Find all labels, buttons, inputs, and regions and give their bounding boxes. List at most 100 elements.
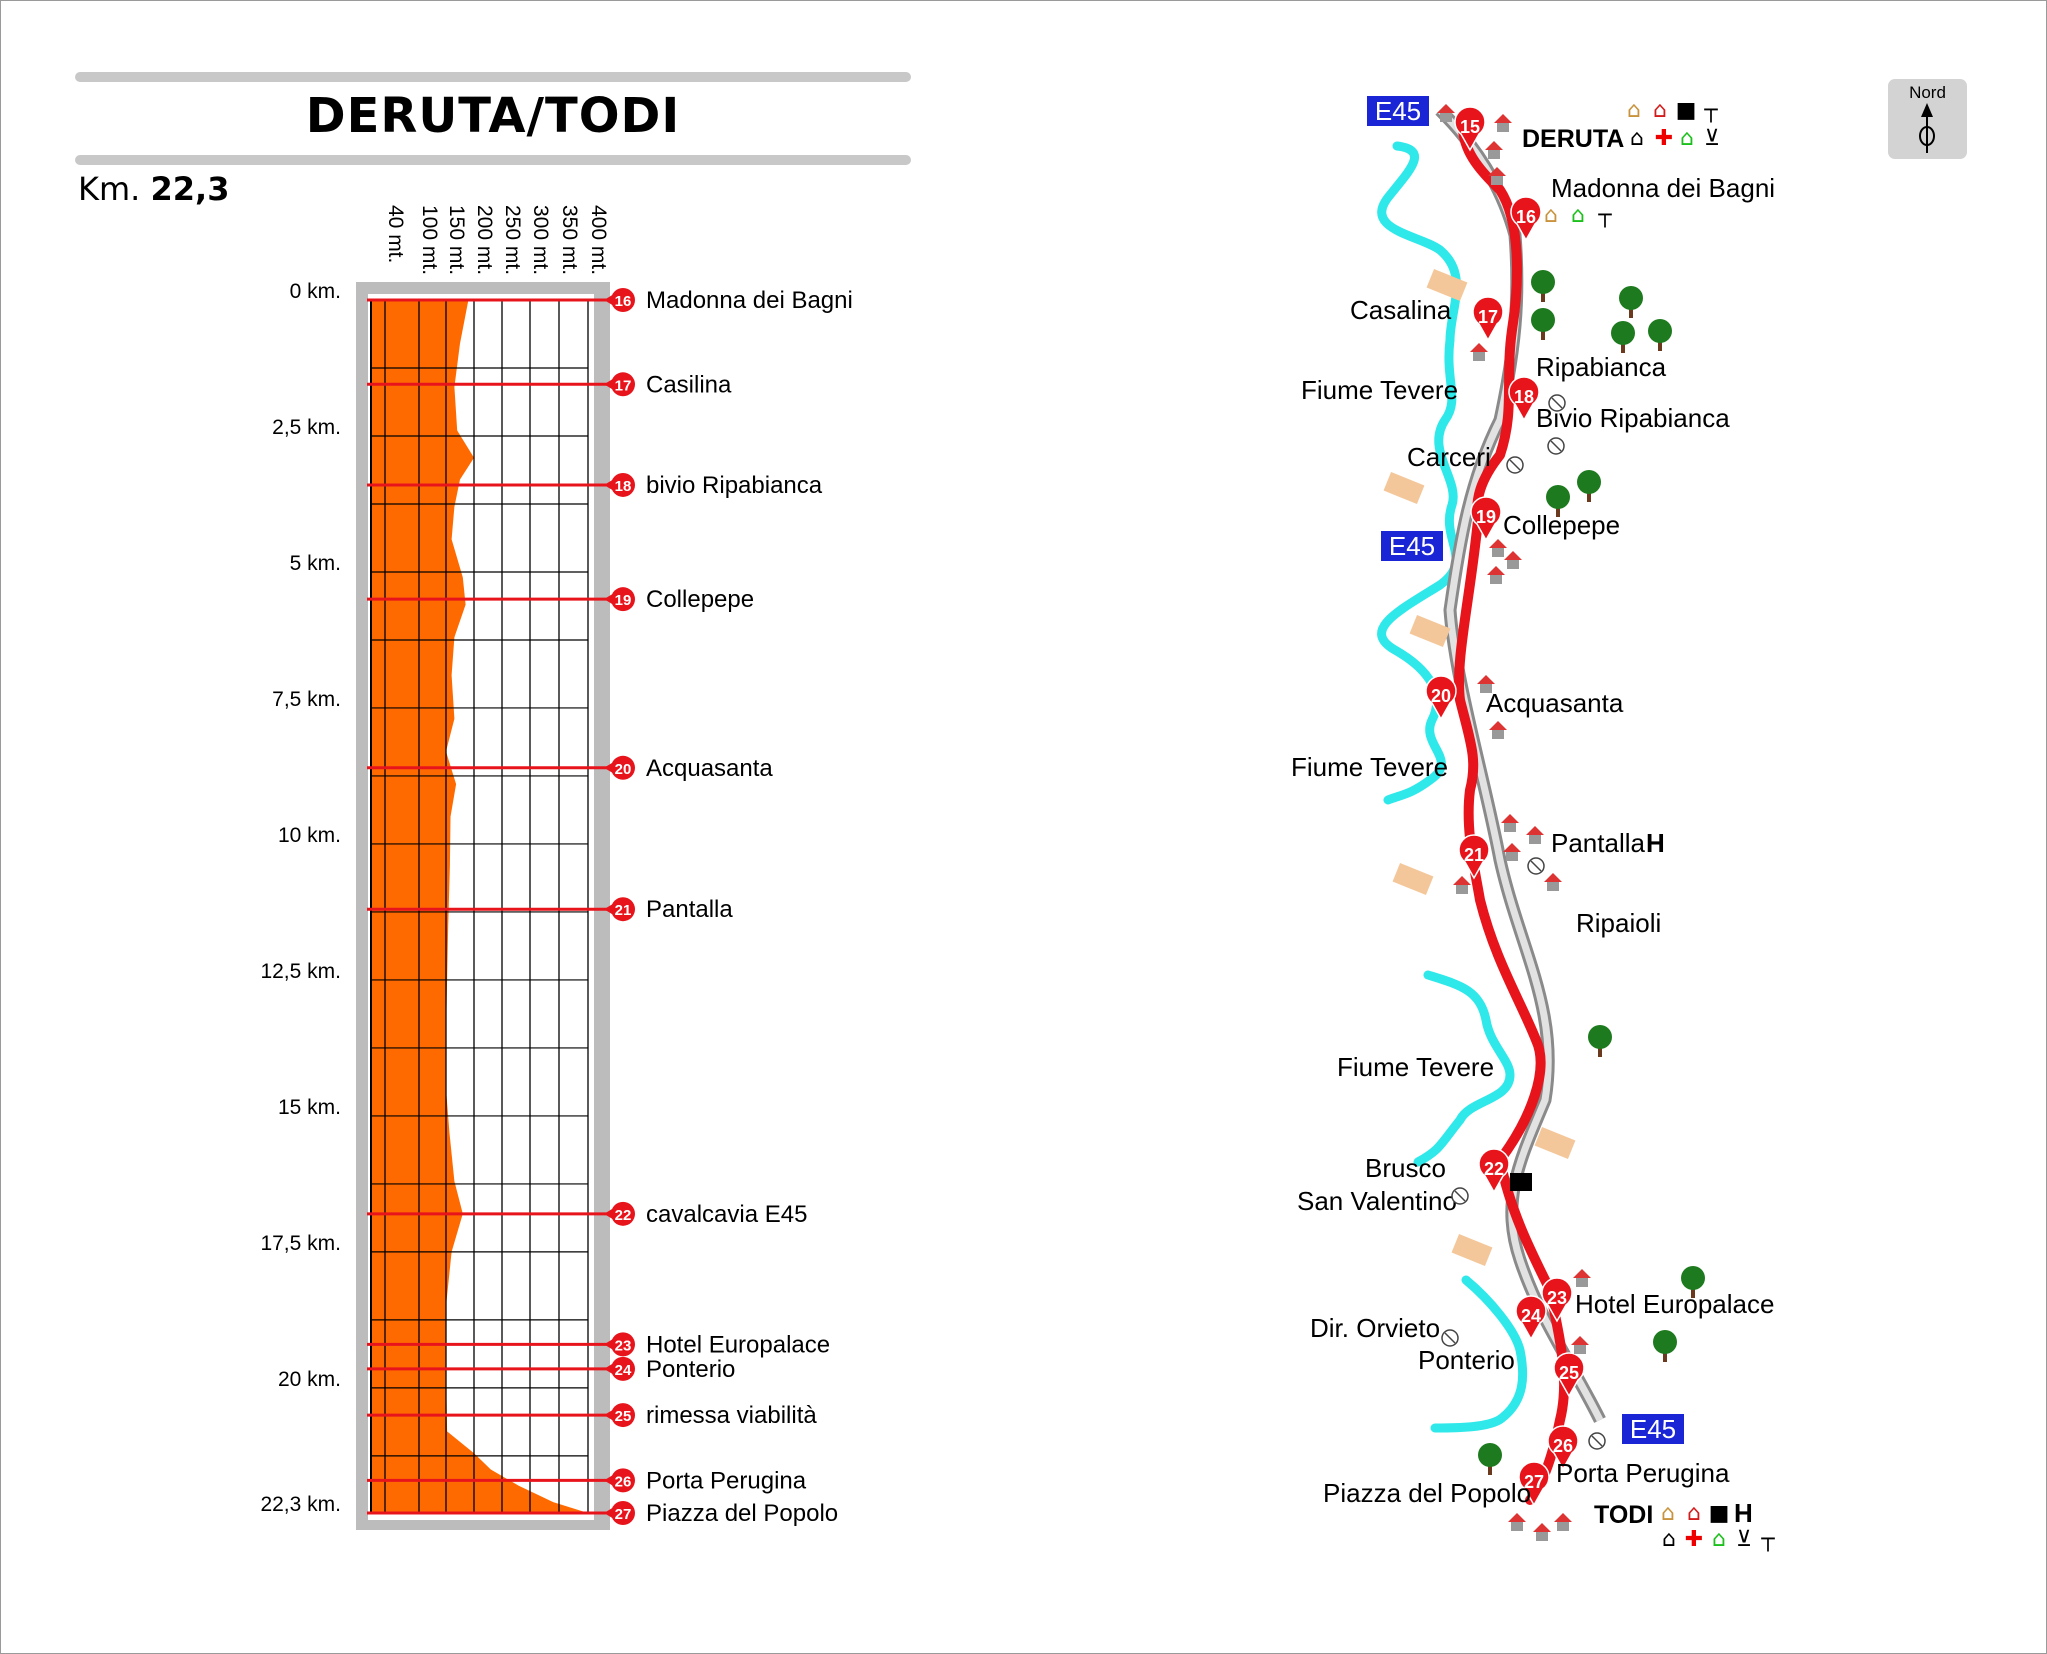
house-icon xyxy=(1453,876,1471,894)
field-icon xyxy=(1451,1233,1493,1267)
title-rule-top xyxy=(75,72,911,82)
waypoint-name: Acquasanta xyxy=(646,755,773,782)
place-label: Porta Perugina xyxy=(1556,1458,1730,1488)
junction-cross xyxy=(1530,860,1542,872)
place-label: Brusco xyxy=(1365,1153,1446,1183)
house-roof xyxy=(1571,1336,1589,1345)
tree-trunk xyxy=(1663,1350,1667,1362)
tree-icon xyxy=(1546,485,1570,517)
place-label: Dir. Orvieto xyxy=(1310,1313,1440,1343)
waypoint-name: Madonna dei Bagni xyxy=(646,287,853,314)
waypoint-name: bivio Ripabianca xyxy=(646,472,823,499)
waypoint-marker xyxy=(611,1356,635,1381)
waypoint-name: Collepepe xyxy=(646,586,754,613)
altitude-tick-label: 200 mt. xyxy=(473,205,496,275)
field-icon xyxy=(1426,268,1468,302)
road-sign-e45: E45 xyxy=(1622,1414,1684,1444)
waypoint-number: 18 xyxy=(615,478,632,495)
waypoint-number: 21 xyxy=(615,902,632,919)
house-roof xyxy=(1437,104,1455,113)
service-icon: ┬ xyxy=(1760,1527,1775,1552)
road-sign-e45: E45 xyxy=(1381,531,1443,561)
waypoint-marker xyxy=(611,288,635,312)
waypoint-number: 24 xyxy=(615,1362,632,1379)
place-label: TODI xyxy=(1594,1501,1653,1529)
hospital-icon: H xyxy=(1646,828,1665,858)
marker-number: 27 xyxy=(1524,1472,1544,1492)
marker-pin-icon xyxy=(1515,1295,1547,1341)
marker-pin-icon xyxy=(1458,834,1490,880)
house-roof xyxy=(1488,167,1506,176)
tree-trunk xyxy=(1658,339,1662,351)
tunnel-icon xyxy=(1510,1173,1532,1191)
house-body xyxy=(1506,852,1518,861)
house-icon xyxy=(1470,343,1488,361)
route-stage-marker: 16 xyxy=(1510,196,1542,242)
marker-number: 21 xyxy=(1464,845,1484,865)
page-title: DERUTA/TODI xyxy=(305,88,681,144)
place-label: Acquasanta xyxy=(1486,688,1624,718)
tree-icon xyxy=(1588,1025,1612,1057)
place-label: Bivio Ripabianca xyxy=(1536,403,1730,433)
field-icon xyxy=(1383,471,1425,505)
house-icon xyxy=(1489,539,1507,557)
tree-crown xyxy=(1531,308,1555,332)
tree-icon xyxy=(1619,286,1643,318)
distance-tick-label: 2,5 km. xyxy=(272,416,341,439)
house-roof xyxy=(1477,675,1495,684)
waypoint-name: Piazza del Popolo xyxy=(646,1500,838,1527)
service-icon: ✚ xyxy=(1655,126,1673,151)
marker-number: 25 xyxy=(1559,1363,1579,1383)
house-roof xyxy=(1526,826,1544,835)
waypoint-name: Hotel Europalace xyxy=(646,1331,830,1358)
junction-icon xyxy=(1441,1329,1459,1347)
marker-pin-icon xyxy=(1510,196,1542,242)
tree-trunk xyxy=(1621,341,1625,353)
marker-number: 16 xyxy=(1516,207,1536,227)
place-label: Pantalla xyxy=(1551,828,1645,858)
house-body xyxy=(1490,575,1502,584)
road-sign-text: E45 xyxy=(1375,96,1421,126)
house-body xyxy=(1511,1522,1523,1531)
altitude-tick-label: 150 mt. xyxy=(445,205,468,275)
place-label: Ripabianca xyxy=(1536,352,1667,382)
house-body xyxy=(1440,113,1452,122)
place-label: Hotel Europalace xyxy=(1575,1289,1774,1319)
house-roof xyxy=(1489,539,1507,548)
house-icon xyxy=(1437,104,1455,122)
distance-tick-label: 12,5 km. xyxy=(260,960,341,983)
waypoint-marker xyxy=(611,372,635,397)
house-roof xyxy=(1485,141,1503,150)
house-icon xyxy=(1533,1523,1551,1541)
house-roof xyxy=(1453,876,1471,885)
marker-pin-icon xyxy=(1454,106,1486,152)
altitude-tick-label: 400 mt. xyxy=(587,205,610,275)
waypoint-number: 17 xyxy=(615,377,632,394)
house-roof xyxy=(1508,1513,1526,1522)
junction-cross xyxy=(1591,1435,1603,1447)
house-icon xyxy=(1554,1513,1572,1531)
place-label: Carceri xyxy=(1407,442,1491,472)
junction-cross xyxy=(1550,440,1562,452)
waypoint-number: 16 xyxy=(615,293,632,310)
marker-number: 18 xyxy=(1514,387,1534,407)
waypoint-number: 25 xyxy=(615,1408,632,1425)
house-icon xyxy=(1477,675,1495,693)
junction-cross xyxy=(1454,1190,1466,1202)
total-distance: Km. 22,3 xyxy=(78,170,229,208)
house-body xyxy=(1456,885,1468,894)
place-label: San Valentino xyxy=(1297,1186,1457,1216)
house-icon xyxy=(1508,1513,1526,1531)
marker-pin-icon xyxy=(1553,1352,1585,1398)
junction-icon xyxy=(1506,456,1524,474)
distance-tick-label: 17,5 km. xyxy=(260,1232,341,1255)
house-body xyxy=(1492,730,1504,739)
marker-pin-icon xyxy=(1478,1148,1510,1194)
house-body xyxy=(1547,882,1559,891)
route-stage-marker: 24 xyxy=(1515,1295,1547,1341)
house-roof xyxy=(1504,551,1522,560)
house-body xyxy=(1473,352,1485,361)
tree-crown xyxy=(1619,286,1643,310)
